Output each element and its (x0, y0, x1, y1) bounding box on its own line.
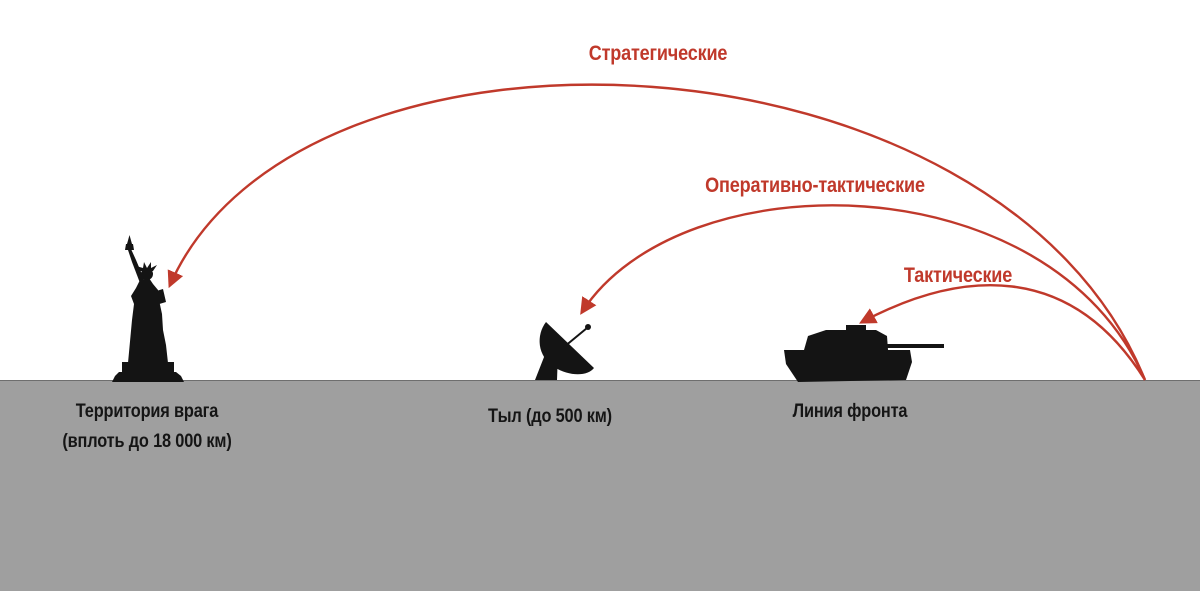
strategic-label: Стратегические (588, 42, 728, 65)
enemy-territory-title: Территория врага (75, 401, 219, 422)
statue-of-liberty-icon (112, 235, 184, 382)
tactical-label: Тактические (903, 264, 1013, 287)
enemy-territory-range: (вплоть до 18 000 км) (62, 431, 232, 452)
tactical-trajectory (859, 284, 1147, 381)
rear-label: Тыл (до 500 км) (488, 406, 612, 427)
front-line-label: Линия фронта (792, 401, 908, 422)
strategic-trajectory (167, 83, 1147, 381)
enemy-territory-label: Территория врага (вплоть до 18 000 км) (31, 397, 263, 457)
operational-tactical-label: Оперативно-тактические (705, 174, 925, 197)
ground (0, 380, 1200, 591)
satellite-dish-icon (535, 322, 594, 380)
operational-tactical-trajectory (580, 204, 1147, 381)
tank-icon (784, 325, 944, 382)
